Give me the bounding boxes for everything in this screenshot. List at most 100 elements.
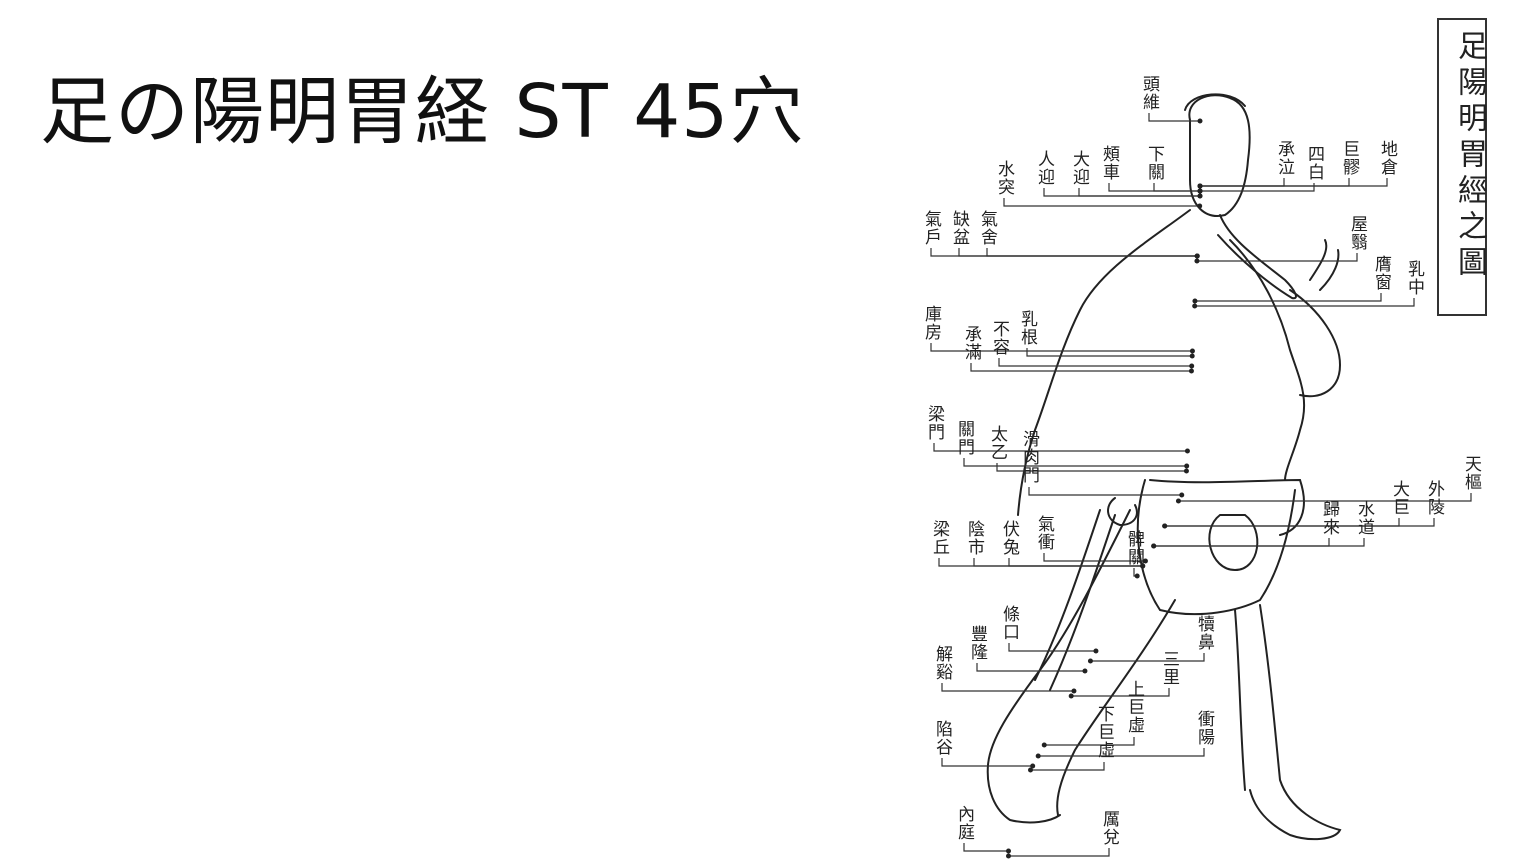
acupoint-label: 梁門 <box>924 405 944 441</box>
plate-title-box: 足陽明胃經之圖 <box>1437 18 1487 316</box>
leader-line <box>1200 178 1350 187</box>
acupoint-dot <box>1082 668 1088 674</box>
acupoint-label: 水道 <box>1354 500 1374 536</box>
leader-line <box>941 683 1074 692</box>
acupoint-dot <box>1068 693 1074 699</box>
acupoint-dot <box>1134 573 1140 579</box>
leader-line <box>1153 538 1330 547</box>
leader-line <box>1153 538 1365 547</box>
acupoint-label: 水突 <box>994 160 1014 196</box>
acupoint-label: 厲兌 <box>1099 810 1119 846</box>
acupoint-label: 解谿 <box>932 645 952 681</box>
slide-title: 足の陽明胃経 ST 45穴 <box>40 69 805 155</box>
leader-line <box>1008 643 1096 652</box>
meridian-illustration: 足陽明胃經之圖 頭維下關頰車承泣四白巨髎地倉大迎人迎水突氣舍缺盆氣戶庫房屋翳膺窗… <box>900 10 1536 864</box>
acupoint-label: 大巨 <box>1389 480 1409 516</box>
leader-line <box>1164 518 1400 527</box>
leader-line <box>1108 183 1200 192</box>
acupoint-label: 承泣 <box>1274 140 1294 176</box>
leader-line <box>1194 298 1415 307</box>
acupoint-label: 犢鼻 <box>1194 615 1214 651</box>
leader-line <box>1196 253 1358 262</box>
acupoint-dot <box>1183 468 1189 474</box>
leader-line <box>976 663 1085 672</box>
leader-line <box>1003 198 1200 207</box>
leader-line <box>1008 558 1143 567</box>
acupoint-label: 頭維 <box>1139 75 1159 111</box>
leader-line <box>963 458 1187 467</box>
leader-line <box>1043 553 1146 562</box>
acupoint-label: 人迎 <box>1034 150 1054 186</box>
leader-line <box>1026 348 1193 357</box>
acupoint-dot <box>1151 543 1157 549</box>
acupoint-dot <box>1035 753 1041 759</box>
leader-line <box>941 758 1033 767</box>
acupoint-dot <box>1087 658 1093 664</box>
acupoint-label: 天樞 <box>1461 455 1481 491</box>
leader-line <box>933 443 1188 452</box>
acupoint-dot <box>1194 253 1200 259</box>
acupoint-label: 下巨虛 <box>1094 705 1114 759</box>
acupoint-label: 陷谷 <box>932 720 952 756</box>
acupoint-label: 巨髎 <box>1339 140 1359 176</box>
acupoint-label: 太乙 <box>987 425 1007 461</box>
leader-line <box>1090 653 1205 662</box>
leader-line <box>1148 113 1200 122</box>
acupoint-label: 內庭 <box>954 805 974 841</box>
acupoint-dot <box>1197 183 1203 189</box>
acupoint-label: 氣戶 <box>921 210 941 246</box>
leader-line <box>1200 183 1315 192</box>
leader-line <box>1028 487 1182 496</box>
acupoint-dot <box>1189 363 1195 369</box>
leader-line <box>1008 848 1110 857</box>
acupoint-label: 庫房 <box>921 305 941 341</box>
figure-drawing <box>930 93 1472 859</box>
leader-line <box>963 843 1009 852</box>
leader-line <box>1200 178 1388 187</box>
acupoint-label: 衝陽 <box>1194 710 1214 746</box>
acupoint-dot <box>1184 448 1190 454</box>
acupoint-label: 髀關 <box>1124 530 1144 566</box>
acupoint-dot <box>1197 193 1203 199</box>
acupoint-label: 條口 <box>999 605 1019 641</box>
leader-lines <box>930 113 1472 857</box>
acupoint-label: 關門 <box>954 420 974 456</box>
acupoint-dot <box>1197 188 1203 194</box>
acupoint-label: 承滿 <box>961 325 981 361</box>
acupoint-dots <box>1006 118 1203 859</box>
acupoint-dot <box>1041 742 1047 748</box>
leader-line <box>1153 183 1200 192</box>
acupoint-label: 陰市 <box>964 520 984 556</box>
acupoint-dot <box>1189 348 1195 354</box>
acupoint-label: 缺盆 <box>949 210 969 246</box>
leader-line <box>1038 748 1205 757</box>
acupoint-label: 氣衝 <box>1034 515 1054 551</box>
acupoint-dot <box>1140 563 1146 569</box>
plate-title: 足陽明胃經之圖 <box>1452 30 1487 282</box>
acupoint-label: 大迎 <box>1069 150 1089 186</box>
leader-line <box>930 248 1198 257</box>
leader-line <box>938 558 1143 567</box>
acupoint-label: 膺窗 <box>1371 255 1391 291</box>
acupoint-label: 頰車 <box>1099 145 1119 181</box>
acupoint-label: 四白 <box>1304 145 1324 181</box>
acupoint-dot <box>1188 368 1194 374</box>
leader-line <box>986 248 1198 257</box>
acupoint-label: 滑肉門 <box>1019 430 1039 484</box>
leader-line <box>1194 293 1382 302</box>
acupoint-label: 豐隆 <box>967 625 987 661</box>
acupoint-label: 上巨虛 <box>1124 680 1144 734</box>
leader-line <box>970 363 1192 372</box>
acupoint-dot <box>1189 353 1195 359</box>
leader-line <box>1044 737 1135 746</box>
acupoint-label: 乳根 <box>1017 310 1037 346</box>
acupoint-dot <box>1006 848 1011 854</box>
acupoint-label: 氣舍 <box>977 210 997 246</box>
acupoint-dot <box>1030 763 1036 769</box>
acupoint-label: 乳中 <box>1404 260 1424 296</box>
acupoint-dot <box>1192 303 1198 309</box>
leader-line <box>1030 762 1105 771</box>
acupoint-dot <box>1179 492 1185 498</box>
acupoint-label: 梁丘 <box>929 520 949 556</box>
leader-line <box>998 358 1192 367</box>
